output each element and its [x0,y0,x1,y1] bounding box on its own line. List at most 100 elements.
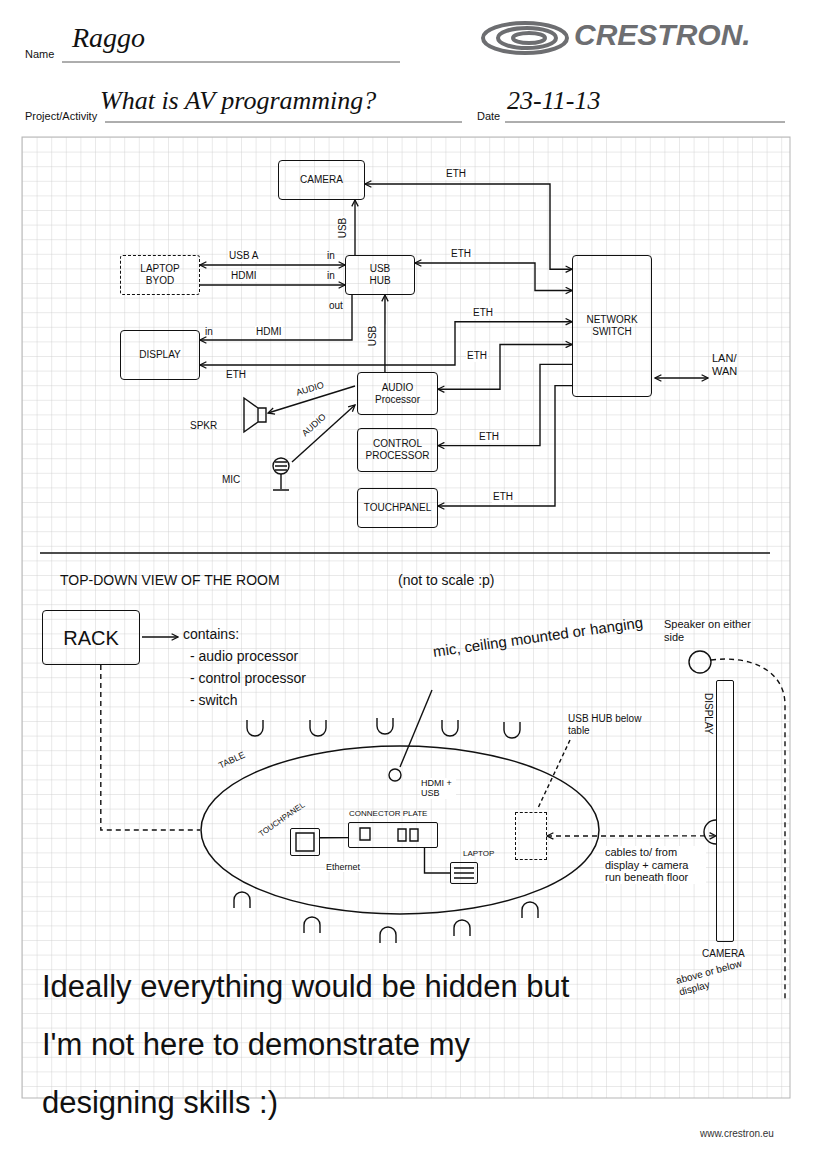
chair-symbol [234,892,538,943]
network-switch-box: NETWORK SWITCH [572,255,652,397]
list-item: - switch [190,692,237,708]
cable-connector [438,344,572,389]
speaker-symbol [244,398,266,432]
device-label: CAMERA [702,948,745,960]
touchpanel-screen [296,833,314,851]
node-text: TABLE [217,750,247,772]
laptop-keys [454,868,474,878]
usb-hub-box: USB HUB [345,255,415,295]
handwritten-value: 23-11-13 [507,86,600,116]
node-text: TOUCHPANEL [257,800,307,839]
cable-connector [425,848,451,873]
cable-connector [384,295,385,372]
cable-connector [547,835,716,837]
cable-connector [438,364,572,445]
audio-processor-box: AUDIO Processor [357,372,438,415]
port-label: in [205,326,213,338]
signal-label: AUDIO [295,380,325,398]
cable-connector [200,322,572,365]
laptop-device: LAPTOP [450,862,478,884]
cable-connector [365,184,572,269]
field-label: Project/Activity [25,110,97,123]
grid-paper [22,137,790,1098]
cable-label: ETH [492,491,514,503]
node-text: DISPLAY [139,349,181,361]
display-screen: DISPLAY [716,680,734,942]
node-text: LAPTOP BYOD [134,263,186,287]
cable-label: cables to/ from display + camera run ben… [604,846,706,884]
handwritten-value: Raggo [72,22,145,54]
node-text: RACK [63,626,119,650]
signal-label: ETH [226,369,246,381]
port-label: in [327,250,335,262]
field-underline [62,62,785,122]
cable-label: ETH [478,431,500,443]
port-label: in [327,270,335,282]
node-text: CONNECTOR PLATE [349,809,427,819]
signal-label: AUDIO [300,412,328,439]
cable-label: USB [337,217,349,240]
rack-box: RACK [42,610,140,665]
device-label: SPKR [190,420,217,432]
byod-box: LAPTOP BYOD [120,255,200,295]
list-item: - control processor [190,670,306,686]
node-text: USB HUB [360,263,400,287]
callout-note: mic, ceiling mounted or hanging [432,613,647,660]
device-label: MIC [222,474,240,486]
port-label: out [329,300,343,312]
uplink-arrow [655,377,708,378]
note: contains: [183,626,239,642]
microphone-stand [273,462,289,490]
cable-connector [354,200,355,255]
cable-label: USB [367,325,379,348]
field-label: Name [25,48,54,61]
node-text: NETWORK SWITCH [580,314,644,338]
usb-hub-outline: USB HUB below table [515,812,547,860]
cable-connector [200,284,345,285]
section-divider [40,552,770,554]
cable-label: ETH [450,248,472,260]
plate-ports [360,828,418,841]
pointer-arrow [142,636,178,637]
handwritten-note: Ideally everything would be hidden but I… [42,958,602,1132]
leader-line [538,740,570,808]
chair-symbol [247,718,520,738]
list-item: - audio processor [190,648,298,664]
touchpanel-device: TOUCHPANEL [290,828,320,856]
section-heading: TOP-DOWN VIEW OF THE ROOM [60,572,280,588]
leader-line [400,690,432,767]
logo-ring [513,33,545,43]
cable-label: Ethernet [325,862,361,872]
room-camera [704,820,716,844]
cable-label: ETH [466,350,488,362]
callout-note: Speaker on either side [664,618,764,643]
cable-connector [200,264,345,265]
cable-label: ETH [472,307,494,319]
network-label: LAN/ WAN [712,352,748,377]
audio-wire [292,405,355,462]
cable-label: USB A [228,250,259,262]
handwritten-value: What is AV programming? [100,86,376,116]
cable-label: HDMI [230,270,258,282]
cable-connector [438,386,572,506]
node-text: LAPTOP [463,849,494,859]
cable-connector [415,263,572,291]
ceiling-mic [389,769,401,781]
node-text: CONTROL PROCESSOR [364,438,432,462]
control-processor-box: CONTROL PROCESSOR [357,428,438,472]
touchpanel-box: TOUCHPANEL [357,488,438,528]
node-text: AUDIO Processor [364,382,432,406]
room-speaker [689,651,711,673]
cable-label: HDMI [255,326,283,338]
footer-url: www.crestron.eu [700,1128,774,1140]
table-ellipse [201,746,599,914]
cable-connector [200,295,352,340]
logo-swirl [483,23,567,53]
cable-label: HDMI + USB [420,778,456,799]
logo-ring [498,28,556,48]
device-box: CAMERA [278,160,365,200]
node-text: DISPLAY [702,693,714,735]
cable-connector [320,837,348,839]
logo-wordmark: CRESTRON. [574,18,751,53]
